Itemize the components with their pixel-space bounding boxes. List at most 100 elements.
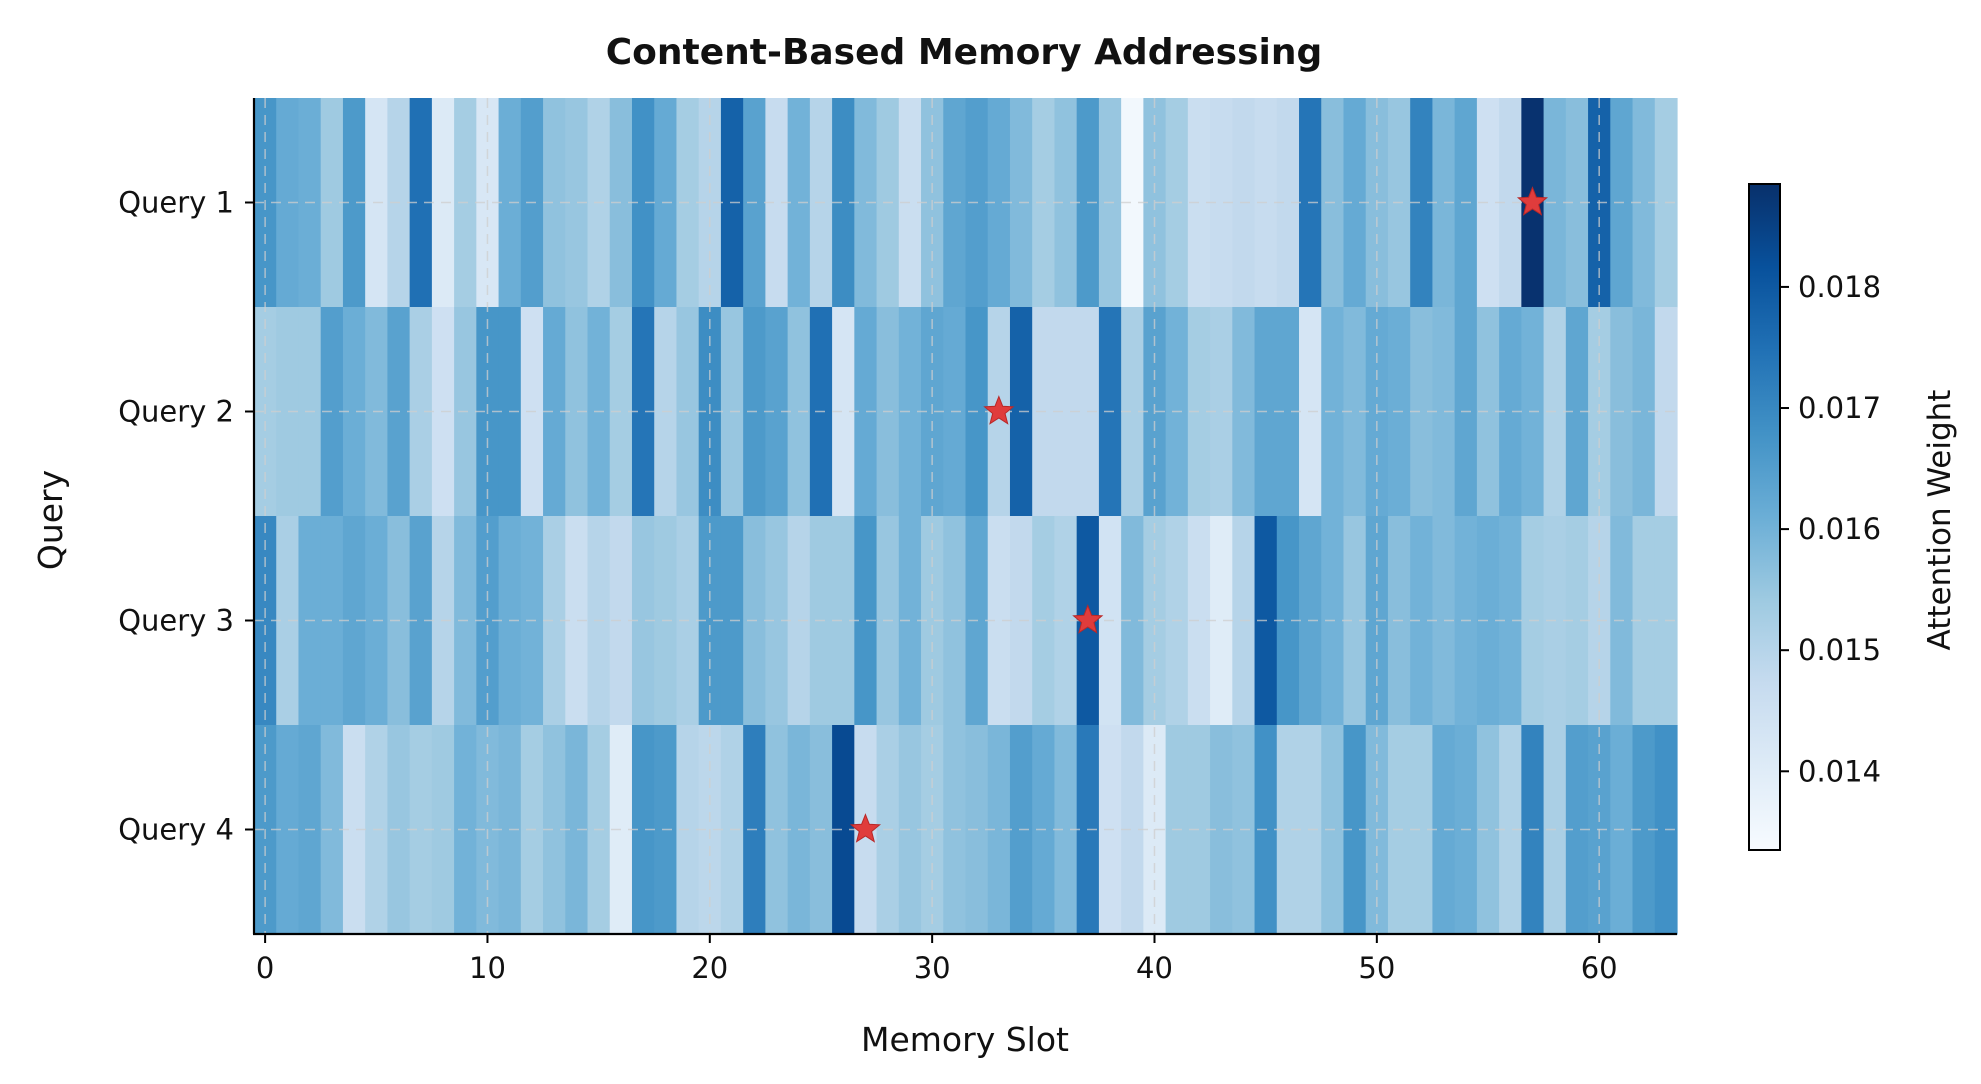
heatmap-cell [1476,307,1500,517]
heatmap-cell [898,307,922,517]
heatmap-cell [1210,725,1233,935]
heatmap-cell [765,516,789,726]
heatmap-cell [631,516,655,726]
heatmap-cell [1410,98,1434,308]
x-tick-label: 40 [1136,951,1173,985]
heatmap-cell [565,98,589,308]
heatmap-cell [320,98,344,308]
heatmap-cell [832,725,855,935]
heatmap-cell [1565,98,1589,308]
y-tick-label: Query 3 [118,604,234,638]
heatmap-cell [1499,725,1522,935]
heatmap-cell [1187,516,1211,726]
heatmap-cell [1343,98,1367,308]
heatmap-cell [1343,725,1367,935]
heatmap-cell [1410,307,1434,517]
heatmap-cell [276,307,300,517]
colorbar-tick-label: 0.015 [1798,633,1881,667]
heatmap-cell [1343,516,1367,726]
heatmap-cell [1432,98,1456,308]
heatmap-cell [765,725,789,935]
heatmap-cell [1476,98,1500,308]
heatmap-cell [698,516,722,726]
heatmap-cell [543,516,566,726]
heatmap-cell [609,516,633,726]
heatmap-cell [1054,516,1078,726]
heatmap-cell [609,98,633,308]
heatmap-cell [342,725,366,935]
heatmap-cell [409,98,433,308]
heatmap-cell [898,98,922,308]
heatmap-cell [1565,307,1589,517]
colorbar-tick-label: 0.018 [1798,270,1881,304]
heatmap-cell [1410,516,1434,726]
heatmap-cell [1632,725,1656,935]
heatmap-cell [1210,307,1233,517]
heatmap-cell [543,307,566,517]
heatmap-cell [409,516,433,726]
heatmap-cell [320,516,344,726]
heatmap-cell [1499,307,1522,517]
heatmap-cell [1476,725,1500,935]
heatmap-cell [1276,307,1300,517]
heatmap-cell [854,307,878,517]
heatmap-cell [921,516,944,726]
heatmap-cell [1632,98,1656,308]
heatmap-cell [1121,725,1144,935]
heatmap-cell [565,516,589,726]
gridlines [254,98,1677,934]
colorbar-gradient [1748,183,1781,851]
colorbar-tick-label: 0.014 [1798,754,1881,788]
heatmap-cell [409,307,433,517]
heatmap-cell [987,98,1011,308]
colorbar-label: Attention Weight [1922,390,1958,651]
heatmap-cell [1187,98,1211,308]
heatmap-cell [543,98,566,308]
heatmap-cell [832,307,855,517]
heatmap-cell [1054,725,1078,935]
heatmap-cell [854,516,878,726]
x-tick-label: 30 [914,951,951,985]
heatmap-cell [1432,307,1456,517]
x-axis-label: Memory Slot [861,1020,1069,1059]
heatmap-cell [565,725,589,935]
heatmap-cells [254,98,1678,935]
heatmap-cell [1121,307,1144,517]
heatmap-cell [1410,725,1434,935]
heatmap-cell [1187,725,1211,935]
heatmap-cell [609,307,633,517]
y-tick-label: Query 2 [118,395,234,429]
heatmap-cell [1121,98,1144,308]
heatmap-cell [609,725,633,935]
heatmap-cell [1565,725,1589,935]
heatmap-cell [565,307,589,517]
heatmap-cell [1276,725,1300,935]
heatmap-cell [1210,516,1233,726]
colorbar-tick-label: 0.017 [1798,391,1881,425]
max-star-marker [1072,604,1104,634]
heatmap-cell [765,307,789,517]
heatmap-cell [1499,516,1522,726]
max-star-marker [1516,186,1549,216]
heatmap-cell [832,98,855,308]
heatmap-cell [1143,516,1167,726]
chart-title: Content-Based Memory Addressing [606,32,1322,73]
y-tick-label: Query 4 [118,813,234,847]
x-tick-label: 20 [691,951,728,985]
heatmap-cell [276,516,300,726]
heatmap-cell [1432,516,1456,726]
heatmap-cell [1432,725,1456,935]
heatmap-cell [342,307,366,517]
heatmap-cell [1565,516,1589,726]
heatmap-cell [631,307,655,517]
max-star-marker [849,813,882,843]
heatmap-cell [342,516,366,726]
x-tick-label: 10 [469,951,506,985]
heatmap-cell [898,725,922,935]
heatmap-cell [987,516,1011,726]
heatmap-cell [409,725,433,935]
